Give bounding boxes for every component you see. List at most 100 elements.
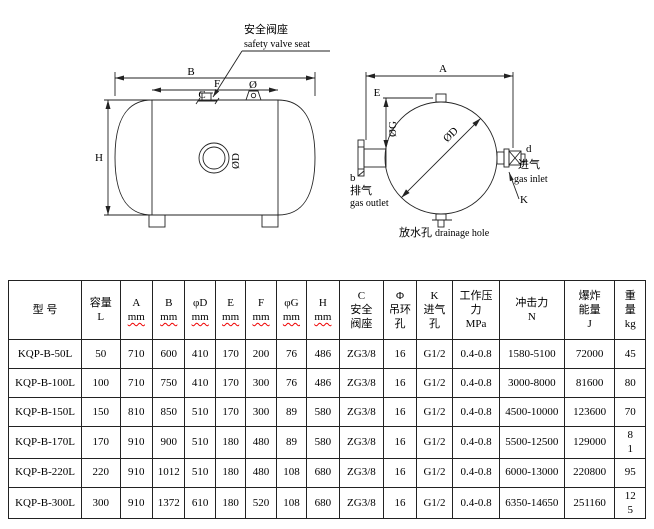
table-cell: 410 <box>184 368 216 398</box>
table-cell: 4500-10000 <box>498 397 565 427</box>
table-cell: 100 <box>81 368 121 398</box>
dimension-b <box>114 72 316 96</box>
dim-label-a: A <box>439 63 447 75</box>
table-cell: 70 <box>614 397 646 427</box>
table-cell: G1/2 <box>415 368 454 398</box>
gas-outlet-flange <box>357 139 387 177</box>
table-cell: 900 <box>152 426 186 459</box>
table-cell: 8 1 <box>614 426 646 459</box>
dim-label-f: F <box>214 78 220 90</box>
table-cell: 910 <box>119 426 154 459</box>
table-cell: 6000-13000 <box>498 457 565 488</box>
table-cell: G1/2 <box>415 339 454 369</box>
table-cell: 45 <box>614 339 646 369</box>
dim-label-b: B <box>187 66 194 78</box>
table-cell: 220 <box>81 457 121 488</box>
table-cell: 180 <box>214 486 247 520</box>
table-cell: 710 <box>119 339 154 369</box>
table-cell: 72000 <box>563 339 616 369</box>
diameter-dimension <box>401 118 481 198</box>
inlet-label-en: gas inlet <box>514 174 548 185</box>
table-cell: 16 <box>383 486 417 520</box>
dim-label-od-side: ØD <box>230 153 242 169</box>
table-cell: 251160 <box>563 486 616 520</box>
table-cell: 16 <box>383 457 417 488</box>
table-cell: 850 <box>152 397 186 427</box>
table-cell: 3000-8000 <box>498 368 565 398</box>
table-cell: 1580-5100 <box>498 339 565 369</box>
table-cell: 80 <box>614 368 646 398</box>
table-cell: ZG3/8 <box>338 397 385 427</box>
table-cell: 95 <box>614 457 646 488</box>
table-cell: 170 <box>81 426 121 459</box>
side-view: ØD B F <box>95 22 330 228</box>
table-cell: 76 <box>275 339 308 369</box>
tank-body <box>114 99 316 216</box>
table-cell: ZG3/8 <box>338 426 385 459</box>
table-cell: 220800 <box>563 457 616 488</box>
table-cell: 16 <box>383 397 417 427</box>
table-cell: 108 <box>275 486 308 520</box>
table-cell: 510 <box>184 397 216 427</box>
table-cell: KQP-B-100L <box>7 368 83 398</box>
table-cell: ZG3/8 <box>338 339 385 369</box>
dimension-e <box>383 97 433 149</box>
table-cell: 750 <box>152 368 186 398</box>
table-cell: 89 <box>275 397 308 427</box>
table-cell: 0.4-0.8 <box>452 397 500 427</box>
table-cell: 76 <box>275 368 308 398</box>
table-cell: 910 <box>119 457 154 488</box>
annotation-en: safety valve seat <box>244 39 310 50</box>
table-cell: 5500-12500 <box>498 426 565 459</box>
table-cell: 510 <box>184 457 216 488</box>
drain-label-en: drainage hole <box>435 228 490 239</box>
table-cell: KQP-B-50L <box>7 339 83 369</box>
table-cell: 0.4-0.8 <box>452 368 500 398</box>
table-cell: 480 <box>245 457 277 488</box>
column-header: 型 号 <box>7 280 83 340</box>
table-cell: 580 <box>306 426 340 459</box>
table-cell: 200 <box>245 339 277 369</box>
table-cell: 150 <box>81 397 121 427</box>
table-cell: 180 <box>214 426 247 459</box>
table-cell: 410 <box>184 339 216 369</box>
table-cell: 300 <box>245 397 277 427</box>
outlet-label-cn: 排气 <box>350 183 372 197</box>
safety-valve-fitting <box>200 92 213 101</box>
table-cell: 50 <box>81 339 121 369</box>
dim-label-og: ØG <box>387 121 399 137</box>
table-cell: 0.4-0.8 <box>452 457 500 488</box>
table-cell: 0.4-0.8 <box>452 426 500 459</box>
support-foot-left <box>148 214 166 228</box>
table-cell: 89 <box>275 426 308 459</box>
table-cell: 580 <box>306 397 340 427</box>
table-cell: 0.4-0.8 <box>452 339 500 369</box>
table-cell: KQP-B-170L <box>7 426 83 459</box>
table-cell: 170 <box>214 339 247 369</box>
table-cell: 1012 <box>152 457 186 488</box>
table-cell: 486 <box>306 368 340 398</box>
table-cell: 710 <box>119 368 154 398</box>
table-cell: ZG3/8 <box>338 486 385 520</box>
dimension-c <box>195 97 220 105</box>
table-cell: 170 <box>214 397 247 427</box>
table-cell: 810 <box>119 397 154 427</box>
support-foot-right <box>261 214 279 228</box>
table-cell: 480 <box>245 426 277 459</box>
dim-label-k: K <box>520 194 528 206</box>
end-view: A E ØG b 排气 gas outlet <box>350 63 548 239</box>
annotation-cn: 安全阀座 <box>244 22 288 36</box>
gas-inlet-fitting <box>496 148 526 168</box>
table-cell: 12 5 <box>614 486 646 520</box>
